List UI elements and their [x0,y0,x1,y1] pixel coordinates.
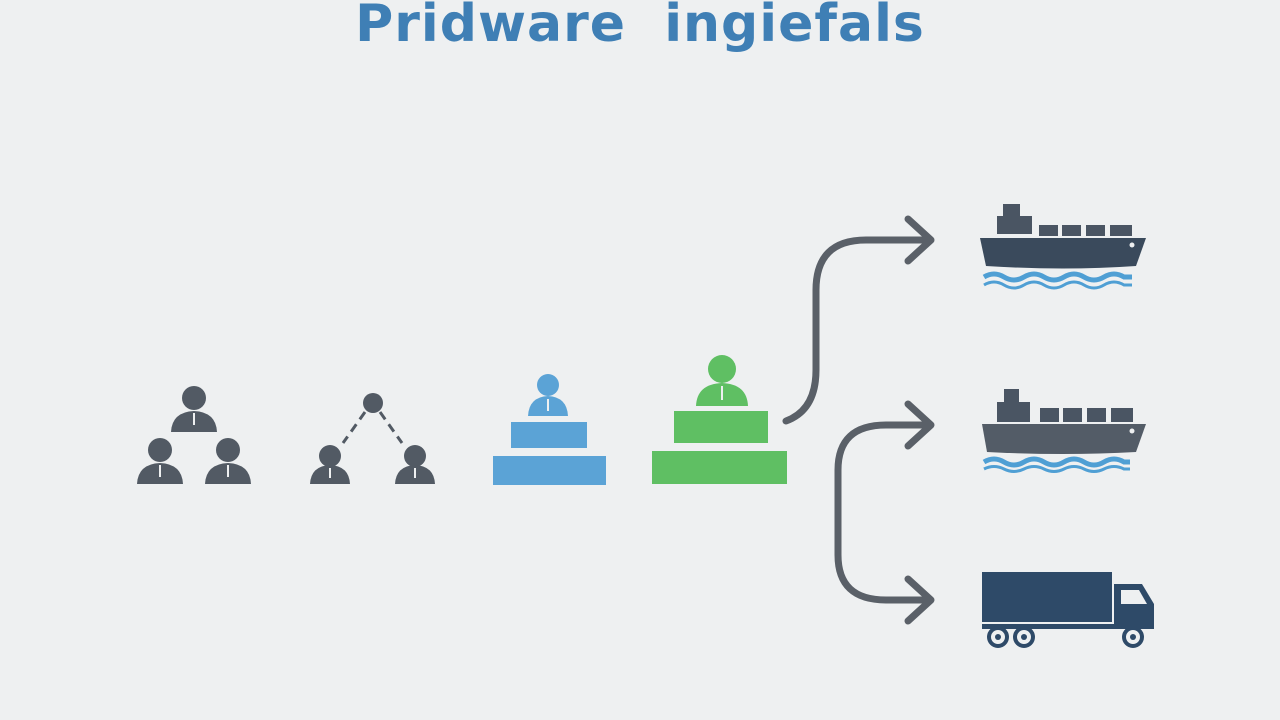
page-title: Pridware ingiefals [355,0,925,54]
delivery-truck-icon [982,572,1154,648]
container-ship-icon [980,204,1146,290]
people-triangle-icon [137,386,251,484]
people-network-icon [310,393,435,484]
route-arrows-icon [782,215,935,625]
container-ship-icon [982,389,1146,473]
green-podium-person-icon [652,355,787,484]
blue-podium-person-icon [493,374,606,485]
